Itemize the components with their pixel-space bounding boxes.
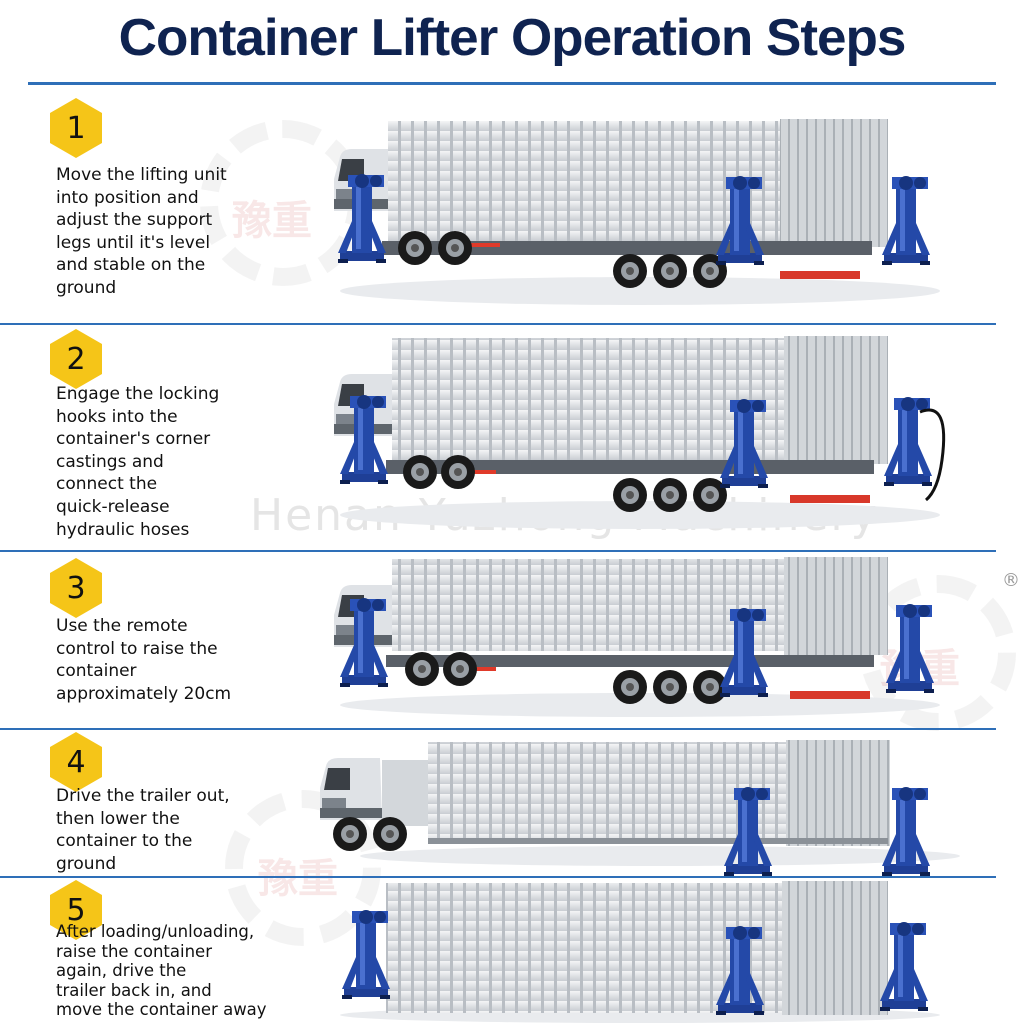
section-divider bbox=[0, 323, 996, 325]
step-3: 3 Use the remote control to raise the co… bbox=[0, 552, 1024, 730]
section-divider bbox=[0, 728, 996, 730]
step-1: 1 Move the lifting unit into position an… bbox=[0, 86, 1024, 325]
title-divider bbox=[28, 82, 996, 85]
step-illustration bbox=[334, 557, 940, 717]
step-description: Use the remote control to raise the cont… bbox=[56, 616, 232, 704]
step-2: 2 Engage the locking hooks into the cont… bbox=[0, 325, 1024, 552]
watermark-logo: 豫重 bbox=[232, 198, 312, 244]
step-4: 4 Drive the trailer out, then lower the … bbox=[0, 730, 1024, 878]
section-divider bbox=[0, 550, 996, 552]
watermark-logo: 豫重 bbox=[258, 856, 338, 902]
step-illustration bbox=[340, 881, 940, 1023]
page-title: Container Lifter Operation Steps bbox=[118, 9, 907, 67]
step-5: 5 After loading/unloading, raise the con… bbox=[0, 878, 1024, 1024]
step-number-badge: 4 bbox=[50, 732, 102, 792]
step-description: Drive the trailer out, then lower the co… bbox=[56, 786, 230, 874]
registered-mark: ® bbox=[1002, 570, 1020, 591]
step-illustration bbox=[334, 336, 946, 529]
step-number-badge: 2 bbox=[50, 329, 102, 389]
section-divider bbox=[0, 876, 996, 878]
step-number-badge: 3 bbox=[50, 558, 102, 618]
step-number-badge: 1 bbox=[50, 98, 102, 158]
step-illustration bbox=[334, 119, 940, 305]
step-description: Engage the locking hooks into the contai… bbox=[56, 384, 220, 540]
step-description: Move the lifting unit into position and … bbox=[56, 165, 227, 298]
step-illustration bbox=[320, 740, 960, 876]
step-description: After loading/unloading, raise the conta… bbox=[56, 922, 267, 1019]
